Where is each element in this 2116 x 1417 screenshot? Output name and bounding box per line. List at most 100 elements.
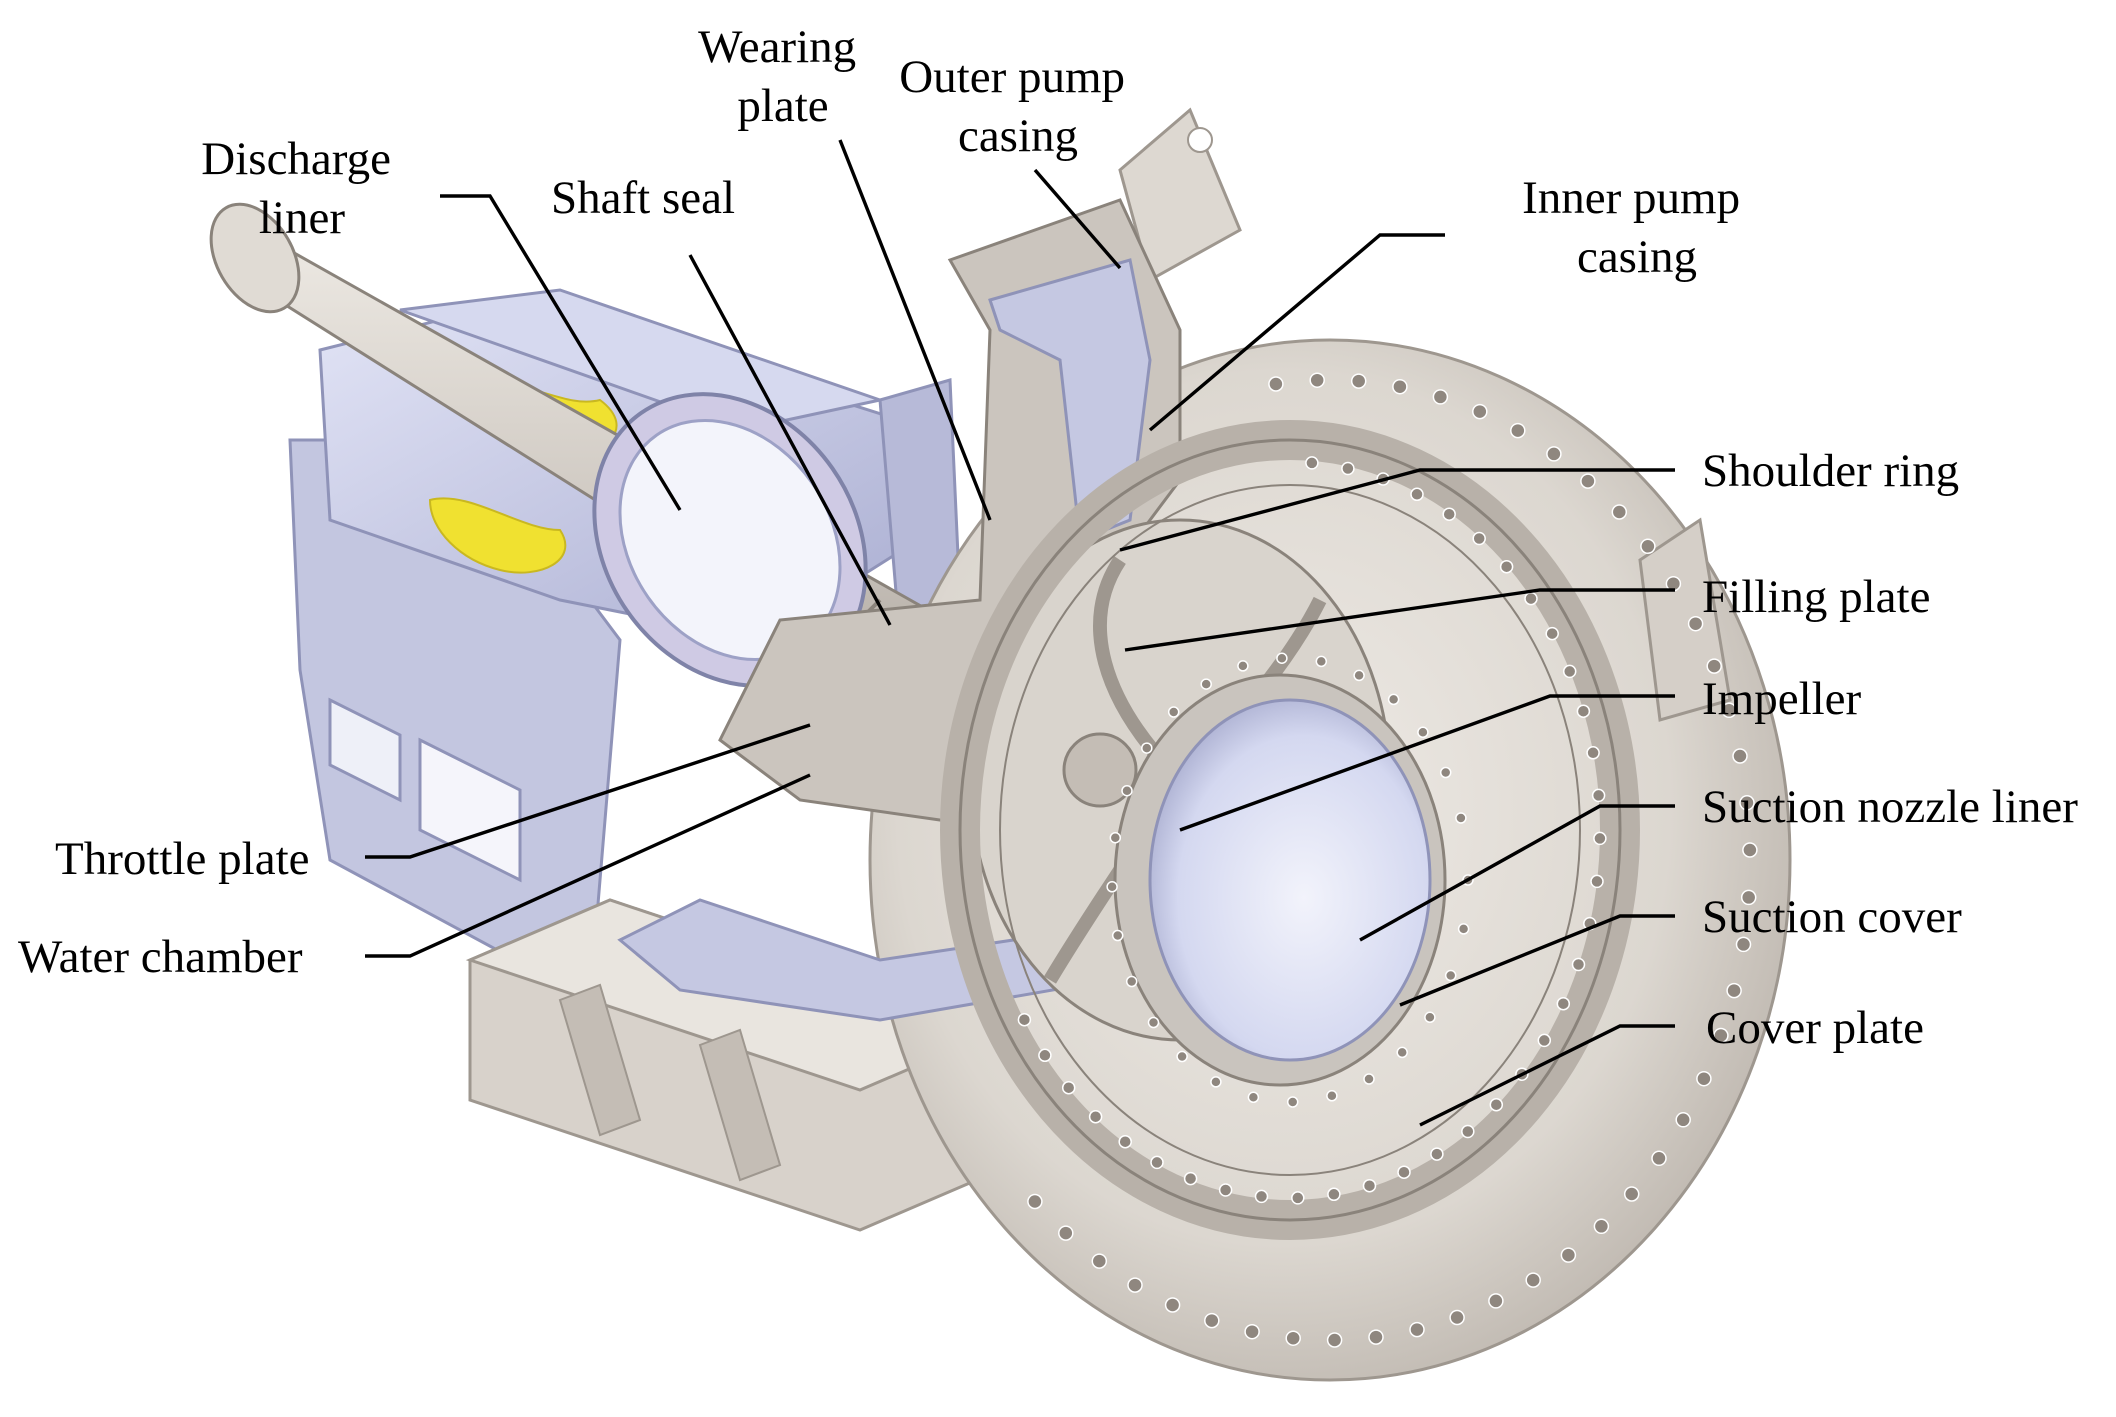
bolt-hole: [1432, 389, 1449, 405]
bolt-hole: [1410, 487, 1424, 502]
bolt-hole: [1525, 1272, 1541, 1288]
bolt-hole: [1713, 1027, 1729, 1044]
bolt-hole: [1687, 615, 1704, 632]
bolt-hole: [1586, 746, 1600, 760]
bolt-hole: [1424, 1011, 1436, 1024]
leader-suction-cover: [1399, 914, 1675, 1007]
bolt-hole: [1106, 881, 1118, 893]
leader-water-chamber: [365, 773, 811, 958]
leader-lines: [365, 139, 1675, 1127]
callout-labels: Discharge liner Shaft seal Wearing plate…: [18, 21, 2078, 1054]
leader-suction-nozzle-liner: [1359, 804, 1675, 942]
bolt-hole: [1309, 372, 1325, 388]
leader-discharge-liner: [440, 194, 682, 511]
discharge-liner-ring: [592, 392, 868, 688]
bolt-hole: [1141, 742, 1153, 754]
bolt-hole: [1449, 1309, 1465, 1326]
bolt-hole: [1183, 1171, 1198, 1186]
bolt-hole: [1061, 1080, 1076, 1095]
bolt-hole: [1237, 660, 1249, 672]
bolt-hole: [1167, 706, 1180, 718]
bolt-hole: [1580, 473, 1596, 489]
bolt-hole: [1571, 957, 1586, 972]
bolt-hole: [1286, 1096, 1299, 1108]
bolt-hole: [1444, 969, 1457, 982]
leader-wearing-plate: [838, 139, 992, 521]
bolt-hole: [1472, 531, 1486, 546]
label-wearing-plate: Wearing plate: [698, 21, 868, 132]
bolt-hole: [1285, 1330, 1301, 1346]
bolt-hole: [1623, 1186, 1640, 1202]
bolt-hole: [1742, 842, 1758, 858]
label-filling-plate: Filling plate: [1702, 571, 1930, 623]
bolt-hole: [1397, 1165, 1411, 1179]
label-suction-cover: Suction cover: [1702, 891, 1962, 943]
bolt-hole: [1439, 766, 1452, 779]
label-suction-nozzle-liner: Suction nozzle liner: [1702, 781, 2078, 833]
bolt-hole: [1537, 1033, 1552, 1048]
bolt-hole: [1268, 376, 1284, 392]
bolt-hole: [1562, 664, 1577, 679]
bolt-hole: [1147, 1016, 1160, 1029]
bolt-hole: [1593, 831, 1607, 846]
bolt-hole: [1706, 658, 1722, 674]
leader-filling-plate: [1124, 588, 1675, 652]
casing-right-lug: [1638, 517, 1732, 722]
bolt-hole: [1091, 1253, 1108, 1269]
bolt-hole: [1417, 726, 1429, 739]
bearing-frame-window: [418, 737, 522, 883]
bolt-hole: [1200, 678, 1212, 690]
label-inner-pump-casing: Inner pump casing: [1522, 172, 1752, 283]
bolt-hole: [1457, 923, 1470, 935]
bolt-hole: [1350, 373, 1367, 389]
bolt-hole: [1442, 507, 1456, 521]
bolt-hole: [1164, 1297, 1181, 1313]
bolt-hole: [1675, 1112, 1691, 1128]
bolt-hole: [1118, 1134, 1132, 1149]
bolt-hole: [1590, 874, 1604, 889]
bolt-hole: [1409, 1321, 1425, 1338]
label-throttle-plate: Throttle plate: [55, 833, 309, 885]
bolt-hole: [1326, 1090, 1338, 1102]
bolt-hole: [1430, 1147, 1444, 1161]
bolt-hole: [1326, 1332, 1343, 1348]
bolt-hole: [1027, 1193, 1043, 1210]
yellow-grease-area: [428, 497, 567, 574]
suction-cover-ring: [940, 420, 1640, 1240]
label-outer-pump-casing: Outer pump casing: [899, 51, 1137, 162]
bolt-hole: [1254, 1189, 1269, 1204]
bolt-hole: [1125, 975, 1138, 988]
leader-inner-pump-casing: [1148, 233, 1445, 432]
bolt-hole: [1244, 1323, 1260, 1340]
bolt-hole: [1111, 929, 1124, 942]
bolt-hole: [1735, 936, 1752, 953]
bolt-hole: [1472, 403, 1488, 420]
bolt-hole: [1489, 1097, 1504, 1112]
bolt-hole: [1545, 626, 1559, 641]
bolt-hole: [1210, 1076, 1222, 1088]
bolt-hole: [1353, 669, 1365, 682]
bolt-hole: [1593, 1218, 1610, 1235]
label-cover-plate: Cover plate: [1706, 1002, 1924, 1054]
bolt-hole: [1247, 1091, 1260, 1104]
bolt-hole: [1510, 422, 1526, 439]
bolt-hole: [1591, 788, 1606, 803]
label-shaft-seal: Shaft seal: [551, 172, 735, 224]
bolt-hole: [1121, 784, 1133, 797]
bolt-hole: [1218, 1183, 1233, 1197]
leader-shaft-seal: [688, 254, 892, 626]
bolt-hole: [1058, 1225, 1074, 1241]
bolt-hole: [1363, 1073, 1375, 1085]
label-discharge-liner: Discharge liner: [201, 133, 402, 244]
bolt-hole: [1176, 1050, 1188, 1063]
bolt-hole: [1276, 652, 1288, 664]
bolt-hole: [1341, 461, 1355, 476]
leader-throttle-plate: [365, 723, 811, 859]
bolt-hole: [1017, 1012, 1032, 1027]
bolt-hole: [1651, 1150, 1667, 1167]
suction-nozzle-liner-part: [1113, 673, 1447, 1087]
bolt-hole: [1327, 1187, 1341, 1202]
bolt-hole: [1721, 702, 1737, 719]
bolt-hole: [1315, 655, 1328, 668]
